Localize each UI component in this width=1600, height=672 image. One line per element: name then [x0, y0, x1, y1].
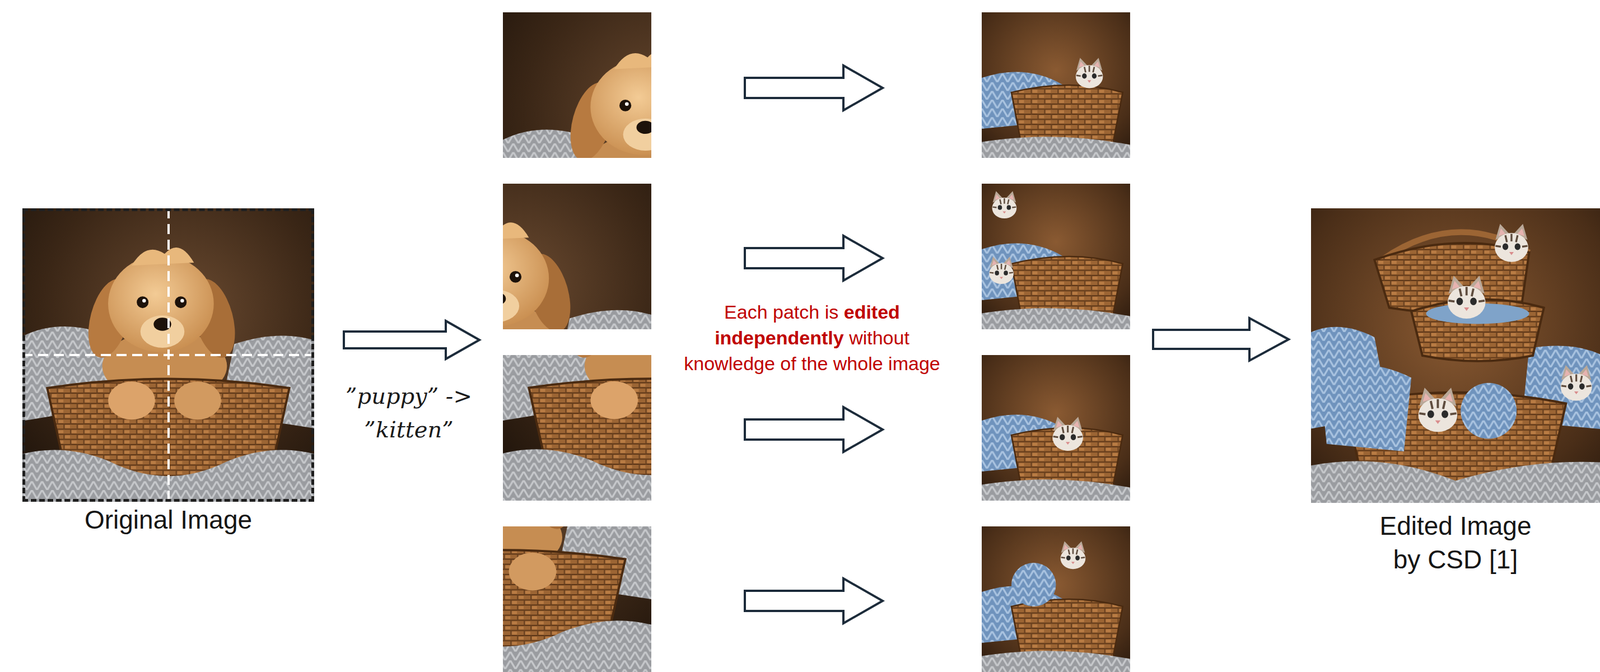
note-text: Each patch is	[724, 301, 839, 323]
use-shape	[1308, 208, 1600, 503]
polygon-shape	[744, 235, 883, 281]
svg-shape	[981, 355, 1131, 501]
use-shape	[1060, 540, 1086, 569]
svg-shape	[981, 12, 1131, 158]
prompt-text: ”puppy” -> ”kitten”	[345, 383, 473, 443]
use-shape	[1052, 416, 1083, 451]
image-caption: Edited Image by CSD [1]	[1371, 509, 1540, 577]
svg-shape	[981, 183, 1131, 330]
original-image-frame: Original Image	[22, 208, 315, 502]
polygon-shape	[744, 578, 883, 624]
polygon-shape	[343, 320, 480, 359]
polygon-shape	[1153, 318, 1289, 361]
edited-image-frame: Edited Image by CSD [1]	[1311, 208, 1600, 503]
svg-shape	[981, 526, 1131, 672]
use-shape	[992, 190, 1018, 219]
edited-patches	[981, 12, 1131, 672]
line-shape	[22, 353, 315, 357]
use-shape	[981, 12, 1131, 158]
polygon-shape	[744, 65, 883, 111]
use-shape	[989, 256, 1014, 284]
use-shape	[21, 208, 316, 502]
use-shape	[981, 526, 1131, 672]
edited-photo	[1308, 208, 1600, 503]
image-caption: Original Image	[22, 503, 315, 538]
use-shape	[1075, 57, 1104, 88]
prompt-change-label: ”puppy” -> ”kitten”	[336, 379, 482, 447]
polygon-shape	[744, 407, 883, 452]
original-photo	[21, 208, 316, 502]
independence-note: Each patch isedited independentlywithout…	[669, 299, 955, 377]
circle-shape	[1011, 562, 1057, 607]
use-shape	[981, 355, 1131, 501]
block-arrows	[343, 65, 1289, 624]
use-shape	[981, 183, 1131, 330]
